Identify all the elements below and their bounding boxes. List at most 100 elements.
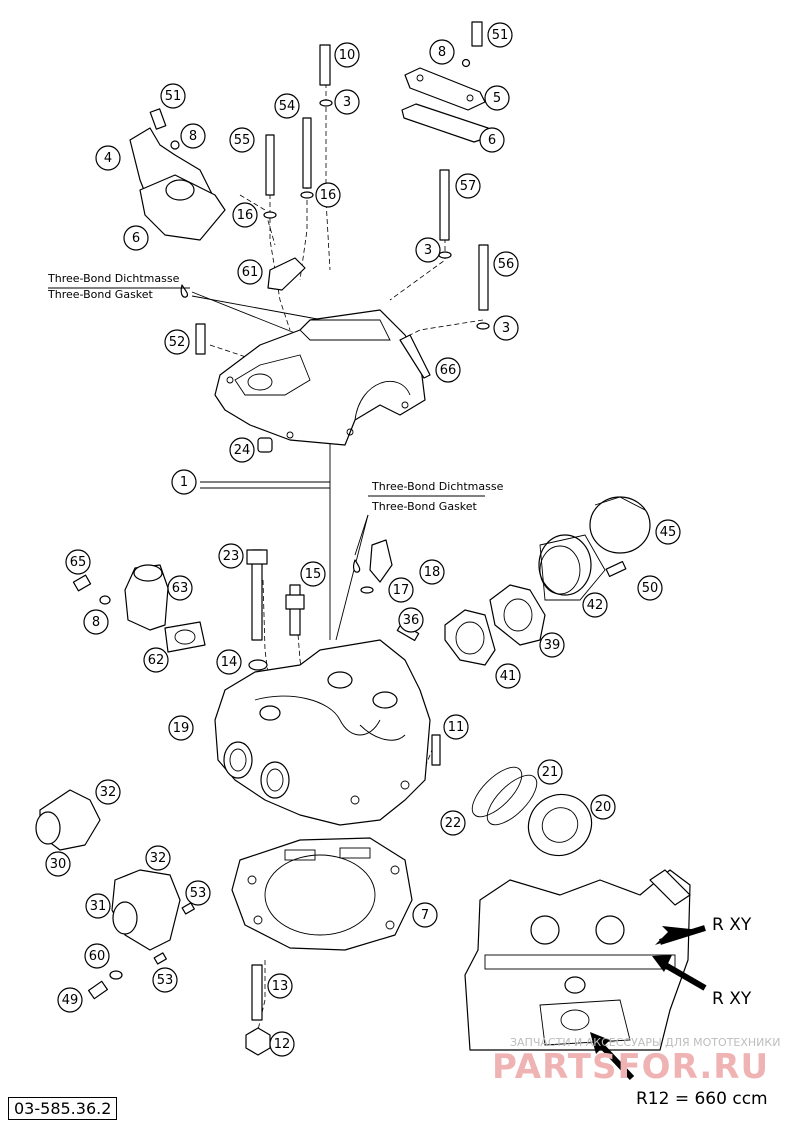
callout-number: 12 xyxy=(274,1037,291,1052)
callout-36: 36 xyxy=(398,607,424,633)
callout-number: 18 xyxy=(424,565,441,580)
callout-circle xyxy=(398,607,424,633)
callout-22: 22 xyxy=(440,810,466,836)
callout-number: 6 xyxy=(132,231,140,246)
callout-circle xyxy=(537,759,563,785)
inset-label-b: R XY xyxy=(712,989,752,1009)
parts-artwork xyxy=(35,21,651,1056)
callout-3: 3 xyxy=(493,315,519,341)
callout-circle xyxy=(95,779,121,805)
callout-circle xyxy=(388,577,414,603)
callout-1: 1 xyxy=(171,469,197,495)
callout-circle xyxy=(484,85,510,111)
callout-circle xyxy=(274,93,300,119)
callout-circle xyxy=(412,902,438,928)
callout-number: 32 xyxy=(150,851,167,866)
callout-circle xyxy=(232,202,258,228)
callout-circle xyxy=(57,987,83,1013)
callout-number: 65 xyxy=(70,555,87,570)
callout-23: 23 xyxy=(218,543,244,569)
callout-circle xyxy=(160,83,186,109)
callout-11: 11 xyxy=(443,714,469,740)
callout-5: 5 xyxy=(484,85,510,111)
callout-circle xyxy=(218,543,244,569)
callout-52: 52 xyxy=(164,329,190,355)
callout-number: 50 xyxy=(642,581,659,596)
callout-circle xyxy=(167,575,193,601)
callout-circle xyxy=(415,237,441,263)
callout-circle xyxy=(180,123,206,149)
callout-number: 52 xyxy=(169,335,186,350)
callout-number: 36 xyxy=(403,613,420,628)
callout-circle xyxy=(455,173,481,199)
watermark-logo: PARTSFOR.RU xyxy=(492,1047,769,1087)
callout-number: 62 xyxy=(148,653,165,668)
callout-circle xyxy=(65,549,91,575)
callout-circle xyxy=(539,632,565,658)
callout-circle xyxy=(429,39,455,65)
callout-number: 51 xyxy=(492,28,509,43)
callout-circle xyxy=(83,609,109,635)
callout-number: 1 xyxy=(180,475,188,490)
callout-53: 53 xyxy=(185,880,211,906)
callout-number: 8 xyxy=(438,45,446,60)
callout-group: 5185610354551616518465735636152662414518… xyxy=(45,22,681,1057)
callout-circle xyxy=(229,437,255,463)
callout-number: 57 xyxy=(460,179,477,194)
callout-circle xyxy=(267,973,293,999)
callout-60: 60 xyxy=(84,943,110,969)
callout-number: 60 xyxy=(89,949,106,964)
callout-32: 32 xyxy=(145,845,171,871)
callout-6: 6 xyxy=(123,225,149,251)
callout-circle xyxy=(95,145,121,171)
callout-54: 54 xyxy=(274,93,300,119)
callout-circle xyxy=(152,967,178,993)
callout-circle xyxy=(315,182,341,208)
callout-circle xyxy=(84,943,110,969)
callout-number: 41 xyxy=(500,669,517,684)
callout-20: 20 xyxy=(590,794,616,820)
callout-55: 55 xyxy=(229,127,255,153)
inset-caption: R12 = 660 ccm xyxy=(636,1089,768,1109)
callout-circle xyxy=(300,561,326,587)
callout-15: 15 xyxy=(300,561,326,587)
callout-45: 45 xyxy=(655,519,681,545)
callout-number: 31 xyxy=(90,899,107,914)
callout-53: 53 xyxy=(152,967,178,993)
callout-number: 53 xyxy=(190,886,207,901)
part-number-label: 03-585.36.2 xyxy=(8,1097,118,1120)
callout-circle xyxy=(655,519,681,545)
callout-circle xyxy=(440,810,466,836)
callout-63: 63 xyxy=(167,575,193,601)
callout-56: 56 xyxy=(493,251,519,277)
callout-number: 45 xyxy=(660,525,677,540)
callout-number: 4 xyxy=(104,151,112,166)
callout-number: 7 xyxy=(421,908,429,923)
callout-7: 7 xyxy=(412,902,438,928)
callout-number: 8 xyxy=(189,129,197,144)
callout-number: 21 xyxy=(542,765,559,780)
callout-8: 8 xyxy=(429,39,455,65)
callout-51: 51 xyxy=(160,83,186,109)
callout-65: 65 xyxy=(65,549,91,575)
callout-24: 24 xyxy=(229,437,255,463)
note-top-de: Three-Bond Dichtmasse xyxy=(47,272,180,285)
callout-57: 57 xyxy=(455,173,481,199)
callout-circle xyxy=(143,647,169,673)
inset-label-a: R XY xyxy=(712,915,752,935)
callout-circle xyxy=(168,715,194,741)
inset-detail xyxy=(464,869,707,1081)
callout-8: 8 xyxy=(180,123,206,149)
callout-circle xyxy=(435,357,461,383)
callout-circle xyxy=(334,89,360,115)
callout-circle xyxy=(419,559,445,585)
callout-6: 6 xyxy=(479,127,505,153)
callout-31: 31 xyxy=(85,893,111,919)
callout-number: 55 xyxy=(234,133,251,148)
callout-39: 39 xyxy=(539,632,565,658)
callout-number: 17 xyxy=(393,583,410,598)
callout-number: 20 xyxy=(595,800,612,815)
callout-number: 15 xyxy=(305,567,322,582)
callout-circle xyxy=(269,1031,295,1057)
